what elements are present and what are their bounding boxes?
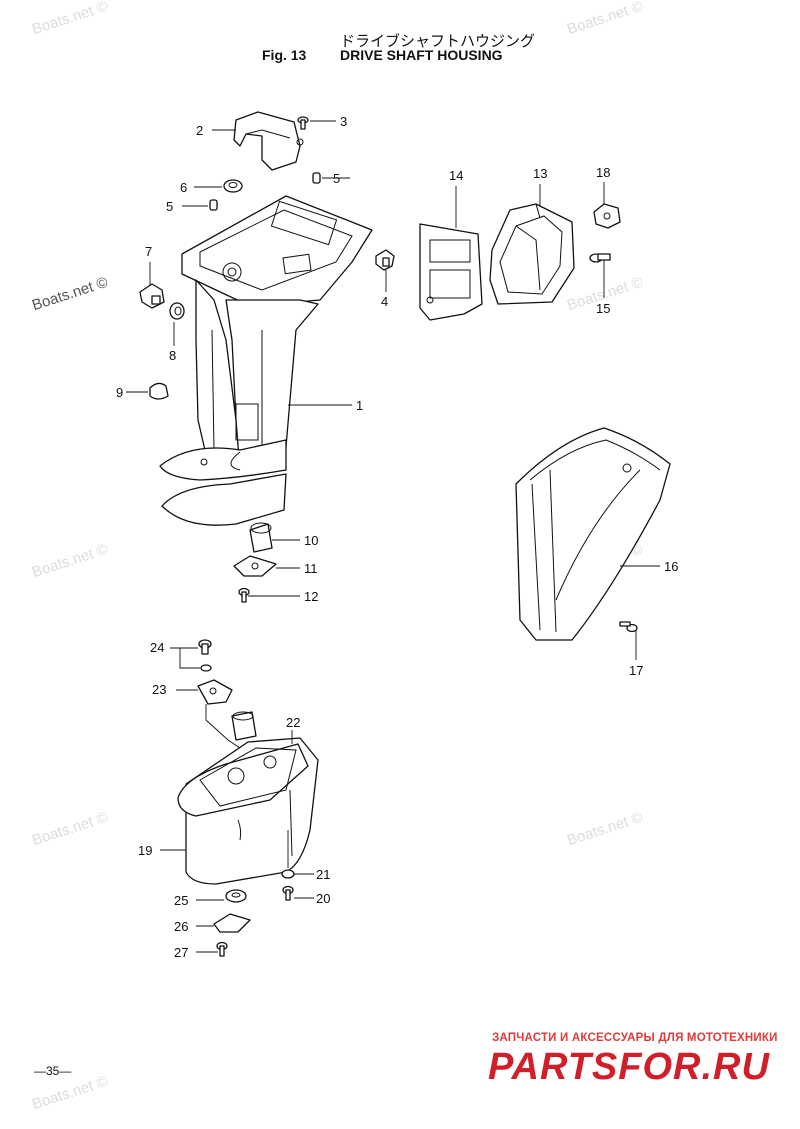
callout-7: 7 [145,244,152,259]
figure-number: Fig. 13 [262,47,307,63]
part-5-pin[interactable] [312,172,321,184]
part-8-washer[interactable] [169,302,185,320]
part-26-mount-holder[interactable] [213,913,251,933]
callout-15: 15 [596,301,610,316]
figure-title-english: DRIVE SHAFT HOUSING [340,47,503,63]
part-20-bolt[interactable] [282,885,294,901]
part-5-pin[interactable] [209,199,218,211]
part-14-gasket[interactable] [419,223,483,321]
callout-20: 20 [316,891,330,906]
callout-numbers: 1 2 3 5 5 6 7 8 9 10 11 12 4 14 13 18 15… [116,114,678,960]
callout-6: 6 [180,180,187,195]
callout-24: 24 [150,640,164,655]
part-24-bolt[interactable] [198,639,212,672]
callout-27: 27 [174,945,188,960]
callout-9: 9 [116,385,123,400]
part-11-mount-holder[interactable] [233,555,277,577]
callout-1: 1 [356,398,363,413]
part-4-bolt[interactable] [375,249,395,271]
callout-21: 21 [316,867,330,882]
callout-5: 5 [333,171,340,186]
part-27-bolt[interactable] [216,941,228,957]
part-19-extension-case[interactable] [177,737,319,885]
part-21-washer[interactable] [281,869,295,879]
callout-11: 11 [304,561,318,576]
callout-13: 13 [533,166,547,181]
part-1-drive-shaft-housing[interactable] [159,195,373,526]
part-25-mount-rubber[interactable] [225,889,247,903]
part-18-nut[interactable] [593,203,621,229]
callout-4: 4 [381,294,388,309]
part-10-mount-rubber[interactable] [249,522,273,553]
callout-25: 25 [174,893,188,908]
callout-12: 12 [304,589,318,604]
part-23-plate[interactable] [197,679,233,705]
part-15-bolt[interactable] [589,253,611,263]
part-9-grommet[interactable] [149,382,169,400]
callout-23: 23 [152,682,166,697]
part-16-under-cover[interactable] [515,427,671,641]
part-22-grommet[interactable] [231,711,257,741]
brand-logo[interactable]: PARTSFOR.RU [488,1046,770,1088]
callout-8: 8 [169,348,176,363]
part-6-grommet[interactable] [223,179,243,193]
callout-17: 17 [629,663,643,678]
part-12-bolt[interactable] [238,587,250,603]
brand-tagline: ЗАПЧАСТИ И АКСЕССУАРЫ ДЛЯ МОТОТЕХНИКИ [492,1032,778,1044]
callout-3: 3 [340,114,347,129]
part-17-screw[interactable] [619,621,638,633]
part-2-bracket[interactable] [233,111,304,171]
leader-lines [126,120,660,953]
callout-5: 5 [166,199,173,214]
title-japanese: ドライブシャフトハウジング [340,32,536,50]
part-3-screw[interactable] [297,116,309,130]
callout-26: 26 [174,919,188,934]
part-13-exhaust-cover[interactable] [489,203,575,305]
callout-10: 10 [304,533,318,548]
callout-14: 14 [449,168,463,183]
part-7-plug-bolt[interactable] [139,283,165,309]
callout-16: 16 [664,559,678,574]
figure-title: Fig. 13 DRIVE SHAFT HOUSING [262,47,503,63]
callout-19: 19 [138,843,152,858]
page-number: —35— [34,1064,72,1078]
callout-18: 18 [596,165,610,180]
callout-2: 2 [196,123,203,138]
callout-22: 22 [286,715,300,730]
